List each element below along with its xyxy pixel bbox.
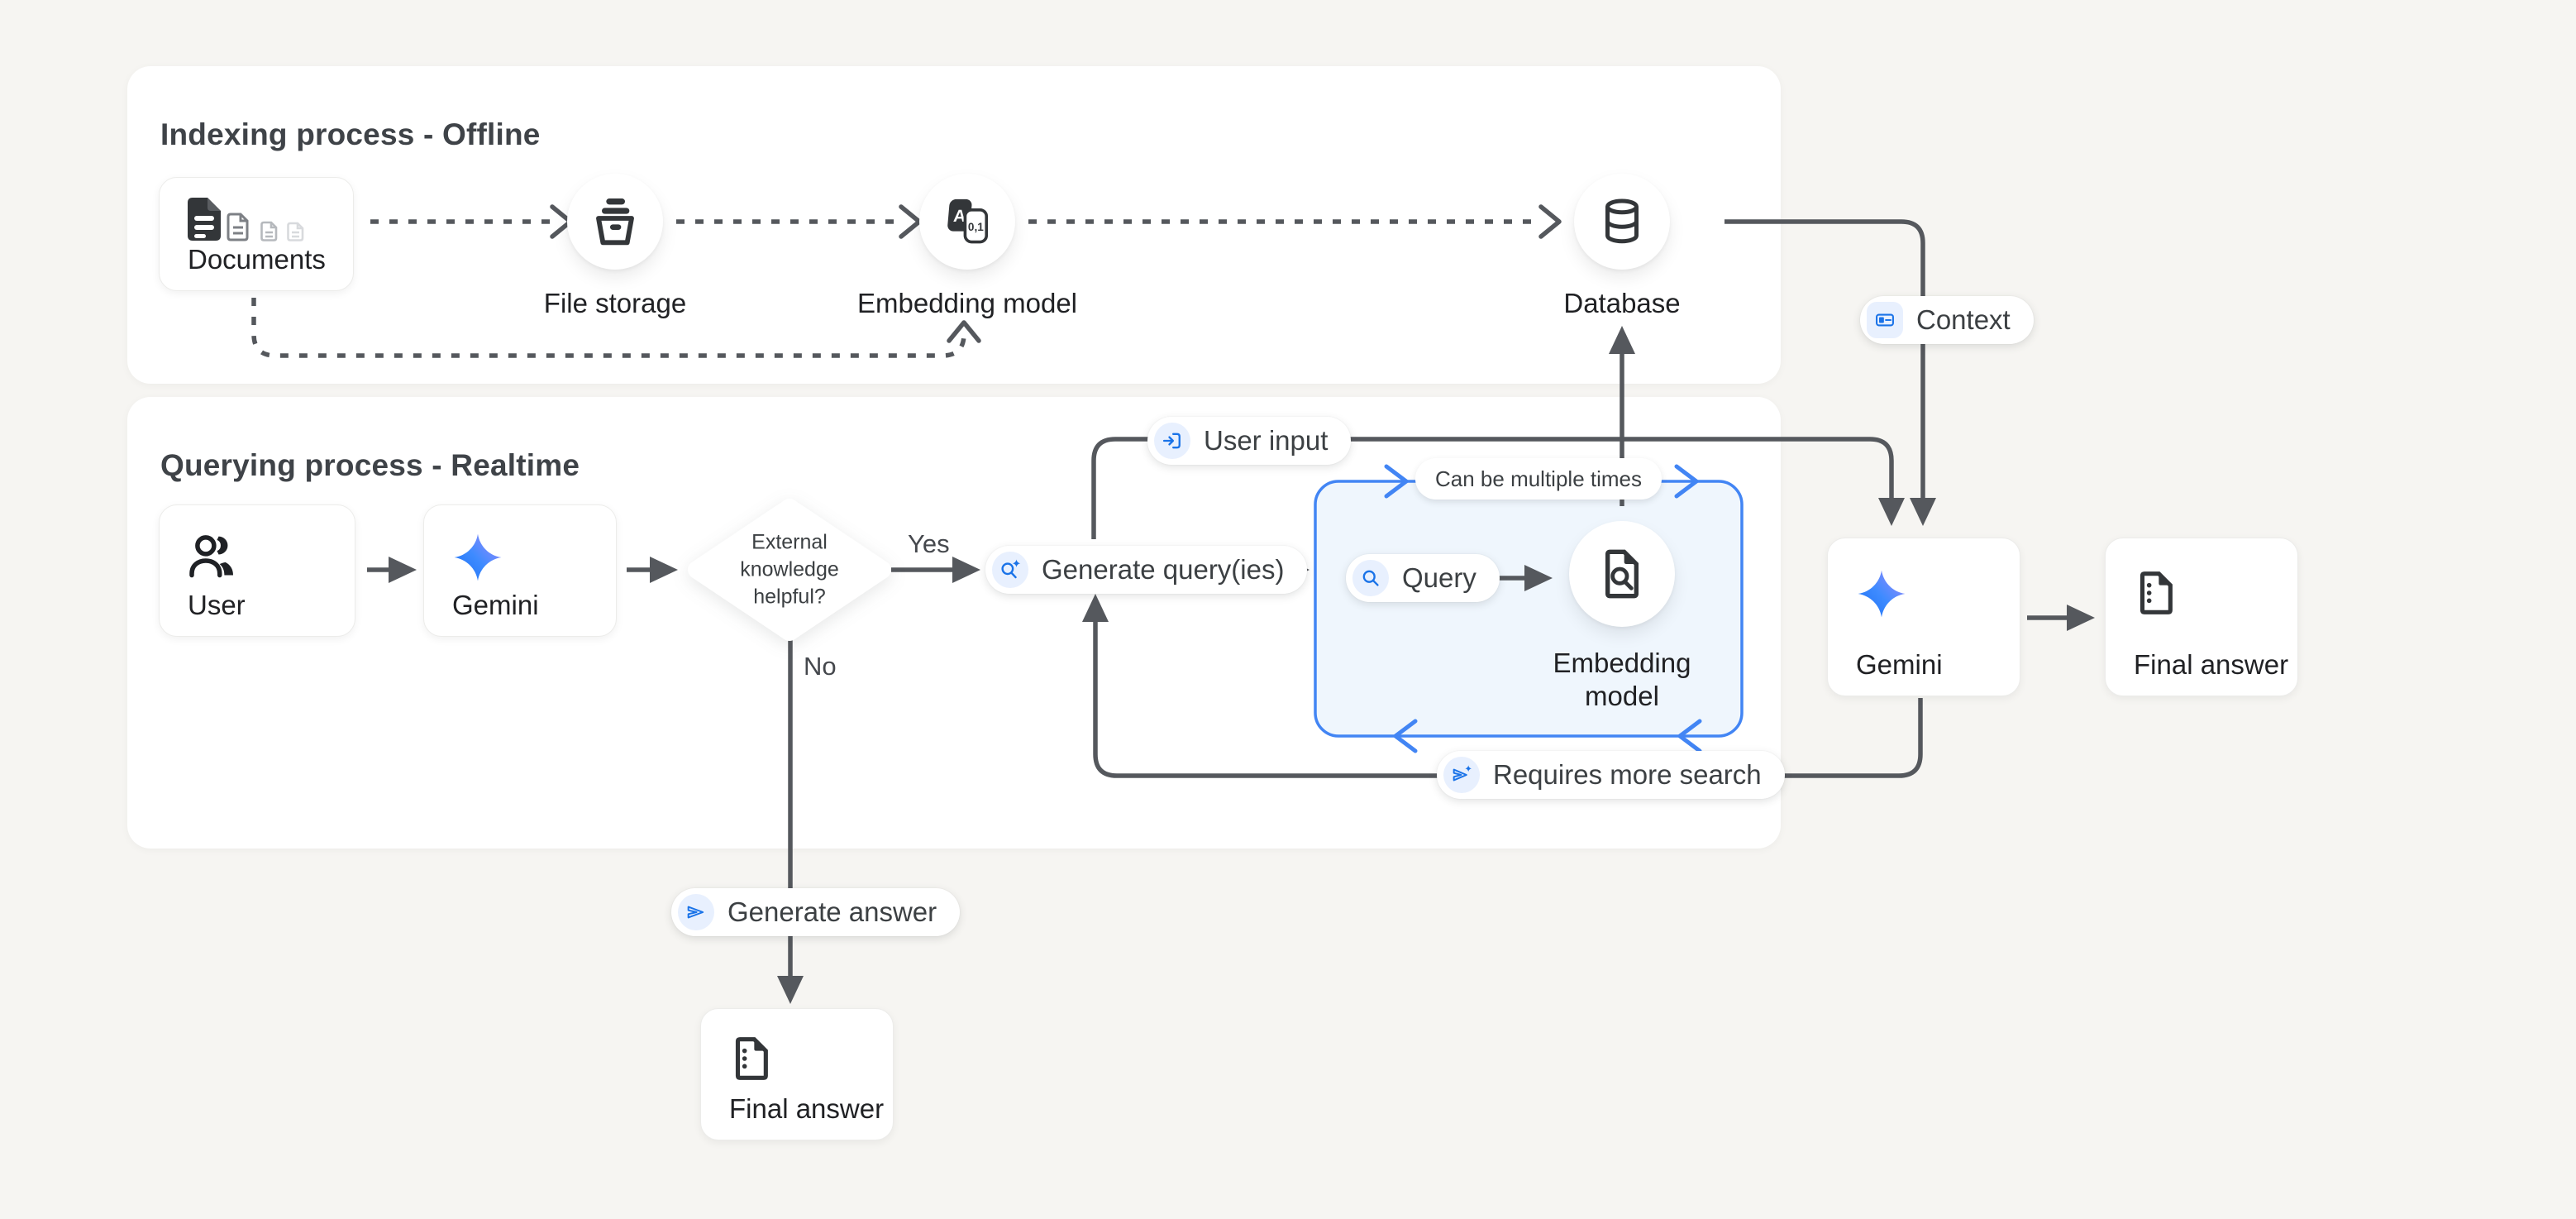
loop-arrow-right-1-icon: [1384, 464, 1409, 499]
svg-text:A: A: [952, 207, 966, 226]
users-icon: [188, 532, 237, 586]
user-input-label: User input: [1204, 425, 1329, 456]
file-storage-node: [567, 174, 663, 270]
solid-wires: [367, 219, 2070, 976]
query-pill-label: Query: [1402, 562, 1476, 593]
final-answer-bottom-card: Final answer: [700, 1008, 894, 1140]
translate-numbers-icon: A 0,1: [947, 198, 989, 244]
loop-box-caption-pill: Can be multiple times: [1415, 458, 1662, 500]
file-storage-label: File storage: [543, 288, 687, 318]
search-icon: [1352, 560, 1389, 596]
requires-more-search-pill: Requires more search: [1437, 751, 1785, 799]
generate-queries-label: Generate query(ies): [1042, 554, 1285, 585]
embedding-model-realtime-label: Embedding model: [1553, 648, 1691, 711]
decision-question: External knowledge helpful?: [740, 530, 839, 609]
dashed-wires: [251, 219, 1539, 358]
gemini-spark-icon: [1856, 568, 1907, 624]
indexing-panel-title: Indexing process - Offline: [160, 117, 541, 151]
database-icon: [1605, 198, 1639, 244]
loop-arrow-left-1-icon: [1393, 719, 1418, 753]
user-label: User: [188, 590, 246, 620]
gemini-query-label: Gemini: [452, 590, 539, 620]
gemini-answer-card: Gemini: [1827, 538, 2020, 696]
generate-queries-pill: Generate query(ies): [985, 546, 1308, 594]
embedding-model-offline-node: A 0,1: [919, 174, 1015, 270]
search-spark-icon: [992, 552, 1028, 588]
final-answer-right-card: Final answer: [2105, 538, 2298, 696]
context-pill: Context: [1860, 296, 2034, 344]
input-icon: [1154, 423, 1190, 459]
query-pill: Query: [1346, 554, 1500, 602]
requires-more-search-label: Requires more search: [1493, 759, 1762, 790]
gemini-spark-icon: [452, 532, 503, 587]
gemini-answer-label: Gemini: [1856, 649, 1943, 680]
send-icon: [678, 894, 714, 930]
final-answer-bottom-label: Final answer: [729, 1093, 885, 1124]
loop-box-caption: Can be multiple times: [1435, 466, 1642, 491]
context-panel-icon: [1867, 302, 1903, 338]
generate-answer-label: Generate answer: [727, 896, 937, 927]
documents-icon: [188, 196, 320, 251]
loop-arrow-right-2-icon: [1674, 464, 1699, 499]
database-node: [1574, 174, 1670, 270]
loop-arrow-left-2-icon: [1677, 719, 1702, 753]
documents-card: Documents: [159, 177, 354, 291]
context-pill-label: Context: [1916, 304, 2011, 335]
yes-label: Yes: [908, 529, 950, 558]
generate-answer-pill: Generate answer: [671, 888, 961, 936]
database-label: Database: [1563, 288, 1681, 318]
embedding-model-realtime-node: [1569, 521, 1675, 627]
storage-bucket-icon: [596, 198, 634, 246]
user-card: User: [159, 504, 355, 637]
gemini-query-card: Gemini: [423, 504, 617, 637]
document-search-icon: [1605, 549, 1639, 599]
decision-diamond: External knowledge helpful?: [682, 496, 897, 643]
embedding-model-offline-label: Embedding model: [857, 288, 1077, 318]
svg-text:0,1: 0,1: [968, 221, 984, 233]
user-input-pill: User input: [1147, 417, 1352, 465]
document-icon: [2134, 570, 2180, 620]
final-answer-right-label: Final answer: [2134, 649, 2289, 680]
send-spark-icon: [1443, 757, 1480, 793]
querying-panel-title: Querying process - Realtime: [160, 448, 580, 482]
no-label: No: [804, 652, 837, 681]
dashed-arrowheads: [550, 204, 1562, 343]
documents-label: Documents: [188, 244, 326, 275]
document-icon: [729, 1035, 775, 1086]
